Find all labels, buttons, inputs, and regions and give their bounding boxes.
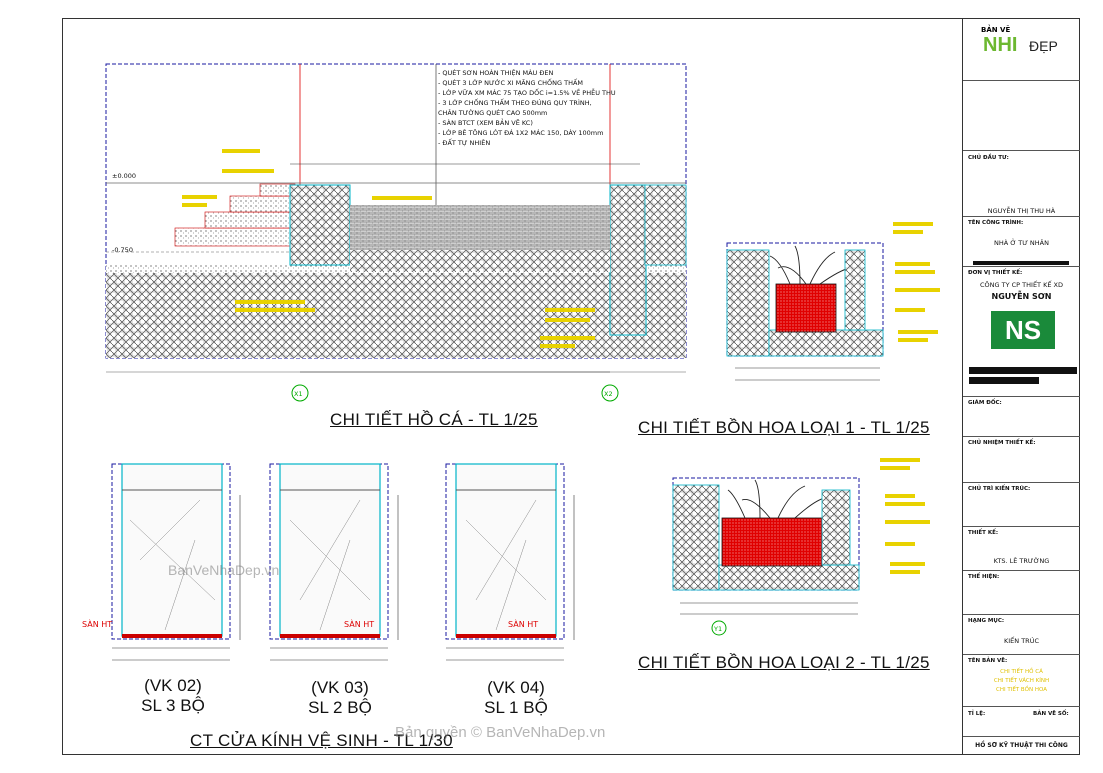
note-line: - LỚP VỮA XM MÁC 75 TẠO DỐC i=1.5% VỀ PH… <box>438 89 616 97</box>
design-row: THIẾT KẾ: KTS. LÊ TRƯỜNG <box>963 526 1080 570</box>
floor-label-vk04: SÀN HT <box>508 620 539 629</box>
axis-x1: X1 <box>294 390 303 398</box>
sheet-name-3: CHI TIẾT BỒN HOA <box>995 687 1047 693</box>
scale-label: TỈ LỆ: <box>968 711 986 717</box>
planter-2-section <box>672 458 930 636</box>
designer-row: ĐƠN VỊ THIẾT KẾ: CÔNG TY CP THIẾT KẾ XD … <box>963 266 1080 396</box>
logo-top-text: BẢN VẼ <box>981 26 1011 34</box>
watermark-bottom: Bản quyền © BanVeNhaDep.vn <box>395 724 606 741</box>
number-label: BẢN VẼ SỐ: <box>1033 711 1069 717</box>
logo-dep: ĐẸP <box>1029 38 1058 54</box>
axis-y1: Y1 <box>714 625 723 633</box>
category-name: KIẾN TRÚC <box>1004 637 1039 645</box>
door-qty: SL 2 BỘ <box>308 698 372 717</box>
door-qty: SL 1 BỘ <box>484 698 548 717</box>
fish-pond-section <box>105 63 687 402</box>
floor-label-vk02: SÀN HT <box>82 620 113 629</box>
planter-1-section <box>726 222 940 381</box>
door-code: (VK 04) <box>487 678 545 697</box>
sheet-name-1: CHI TIẾT HỒ CÁ <box>1000 669 1043 675</box>
sheet-name-row: TÊN BẢN VẼ: CHI TIẾT HỒ CÁ CHI TIẾT VÁCH… <box>963 654 1080 702</box>
note-line: - 3 LỚP CHỐNG THẤM THEO ĐÚNG QUY TRÌNH, <box>438 99 592 107</box>
planter-2-title: CHI TIẾT BỒN HOA LOẠI 2 - TL 1/25 <box>638 653 930 672</box>
director-row: GIÁM ĐỐC: <box>963 396 1080 432</box>
glass-door-vk02 <box>111 463 241 661</box>
director-label: GIÁM ĐỐC: <box>968 400 1002 406</box>
company-logo: NS <box>991 311 1055 349</box>
glass-doors-title: CT CỬA KÍNH VỆ SINH - TL 1/30 <box>190 731 453 750</box>
sheet-label: TÊN BẢN VẼ: <box>968 658 1008 664</box>
door-vk03-label: (VK 03) SL 2 BỘ <box>285 678 395 718</box>
door-code: (VK 03) <box>311 678 369 697</box>
project-row: TÊN CÔNG TRÌNH: NHÀ Ở TƯ NHÂN <box>963 216 1080 265</box>
footer-text: HỒ SƠ KỸ THUẬT THI CÔNG <box>975 742 1068 749</box>
sheet-name-2: CHI TIẾT VÁCH KÍNH <box>993 678 1050 684</box>
glass-door-vk03 <box>269 463 399 661</box>
door-vk04-label: (VK 04) SL 1 BỘ <box>461 678 571 718</box>
company-line-1: CÔNG TY CP THIẾT KẾ XD <box>980 281 1063 289</box>
fish-pond-notes: - QUÉT SƠN HOÀN THIỆN MÀU ĐEN - QUÉT 3 L… <box>438 68 616 148</box>
owner-row: CHỦ ĐẦU TƯ: NGUYỄN THỊ THU HÀ <box>963 150 1080 215</box>
design-name: KTS. LÊ TRƯỜNG <box>993 557 1050 565</box>
design-label: THIẾT KẾ: <box>968 530 999 536</box>
floor-label-vk03: SÀN HT <box>344 620 375 629</box>
category-label: HẠNG MỤC: <box>968 618 1005 624</box>
company-line-2: NGUYỄN SƠN <box>991 292 1052 301</box>
door-code: (VK 02) <box>144 676 202 695</box>
note-line: CHÂN TƯỜNG QUÉT CAO 500mm <box>438 109 548 117</box>
planter-1-title: CHI TIẾT BỒN HOA LOẠI 1 - TL 1/25 <box>638 418 930 437</box>
redaction-bar <box>973 261 1069 265</box>
project-name: NHÀ Ở TƯ NHÂN <box>994 239 1049 247</box>
chief-label: CHỦ NHIỆM THIẾT KẾ: <box>968 440 1036 446</box>
fish-pond-title: CHI TIẾT HỒ CÁ - TL 1/25 <box>330 410 538 429</box>
glass-door-vk04 <box>445 463 575 661</box>
note-line: - QUÉT 3 LỚP NƯỚC XI MĂNG CHỐNG THẤM <box>438 79 584 87</box>
axis-x2: X2 <box>604 390 613 398</box>
redaction-bar <box>969 367 1077 374</box>
watermark-left: BanVeNhaDep.vn <box>168 562 280 578</box>
draw-row: THỂ HIỆN: <box>963 570 1080 614</box>
door-qty: SL 3 BỘ <box>141 696 205 715</box>
owner-name: NGUYỄN THỊ THU HÀ <box>987 207 1056 215</box>
blank-row <box>963 80 1080 150</box>
chief-row: CHỦ NHIỆM THIẾT KẾ: <box>963 436 1080 476</box>
lead-label: CHỦ TRÌ KIẾN TRÚC: <box>968 486 1031 492</box>
note-line: - SÀN BTCT (XEM BẢN VẼ KC) <box>438 119 533 127</box>
level-bottom: -0.750 <box>112 246 133 254</box>
lead-row: CHỦ TRÌ KIẾN TRÚC: <box>963 482 1080 526</box>
note-line: - ĐẤT TỰ NHIÊN <box>438 139 491 147</box>
draw-label: THỂ HIỆN: <box>968 574 1000 580</box>
owner-label: CHỦ ĐẦU TƯ: <box>968 155 1009 161</box>
project-label: TÊN CÔNG TRÌNH: <box>968 220 1024 226</box>
footer-row: HỒ SƠ KỸ THUẬT THI CÔNG <box>963 736 1080 755</box>
scale-row: TỈ LỆ: BẢN VẼ SỐ: <box>963 706 1080 736</box>
logo-nhi: NHI <box>983 34 1018 56</box>
note-line: - QUÉT SƠN HOÀN THIỆN MÀU ĐEN <box>438 69 554 77</box>
category-row: HẠNG MỤC: KIẾN TRÚC <box>963 614 1080 654</box>
door-vk02-label: (VK 02) SL 3 BỘ <box>118 676 228 716</box>
drawing-frame <box>62 18 1080 755</box>
designer-label: ĐƠN VỊ THIẾT KẾ: <box>968 270 1023 276</box>
level-top: ±0.000 <box>112 172 137 180</box>
title-block: BẢN VẼ NHI ĐẸP CHỦ ĐẦU TƯ: NGUYỄN THỊ TH… <box>962 18 1080 755</box>
note-line: - LỚP BÊ TÔNG LÓT ĐÁ 1X2 MÁC 150, DÀY 10… <box>438 129 604 137</box>
redaction-bar <box>969 377 1039 384</box>
